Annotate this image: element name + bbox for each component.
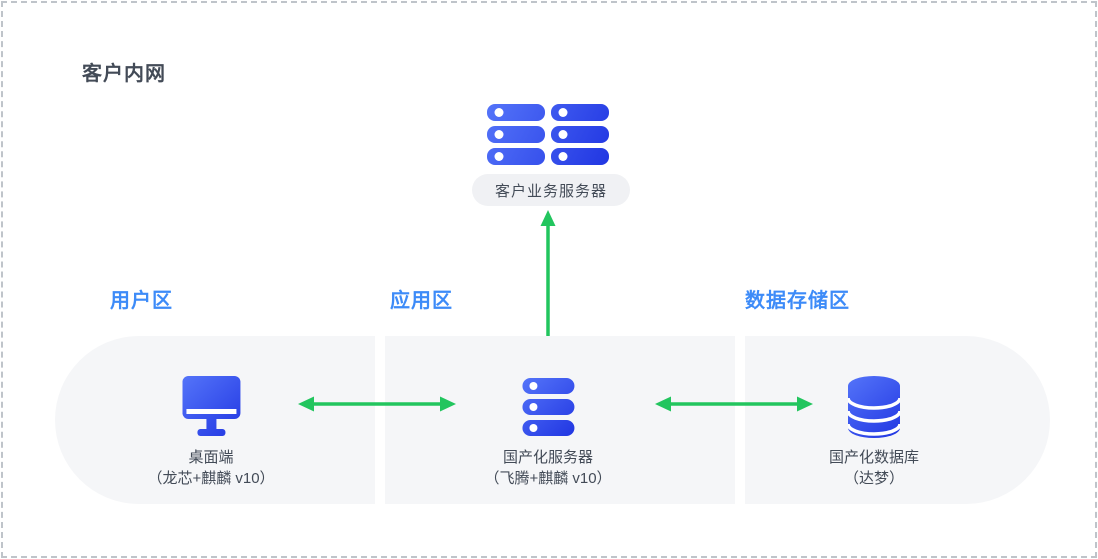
server-rack-icon: [487, 104, 609, 165]
diagram-title: 客户内网: [82, 63, 166, 85]
node-desktop: 桌面端 （龙芯+麒麟 v10）: [147, 376, 275, 489]
zone-label-app: 应用区: [390, 290, 453, 312]
arrow-app-storage-icon: [655, 395, 813, 418]
zone-label-storage: 数据存储区: [745, 290, 850, 312]
server-icon: [522, 376, 574, 438]
node-server-spec: （飞腾+麒麟 v10）: [484, 470, 612, 487]
node-desktop-spec: （龙芯+麒麟 v10）: [147, 470, 275, 487]
business-server-label: 客户业务服务器: [472, 174, 630, 206]
node-desktop-name: 桌面端: [188, 449, 234, 466]
database-icon: [847, 376, 900, 438]
node-server-name: 国产化服务器: [502, 449, 593, 466]
node-database-spec: （达梦）: [843, 470, 905, 487]
node-database-name: 国产化数据库: [828, 449, 920, 466]
desktop-icon: [182, 376, 240, 438]
node-database: 国产化数据库 （达梦）: [829, 376, 919, 489]
zone-label-user: 用户区: [110, 290, 173, 312]
arrow-user-app-icon: [298, 395, 456, 418]
node-server: 国产化服务器 （飞腾+麒麟 v10）: [484, 376, 612, 489]
